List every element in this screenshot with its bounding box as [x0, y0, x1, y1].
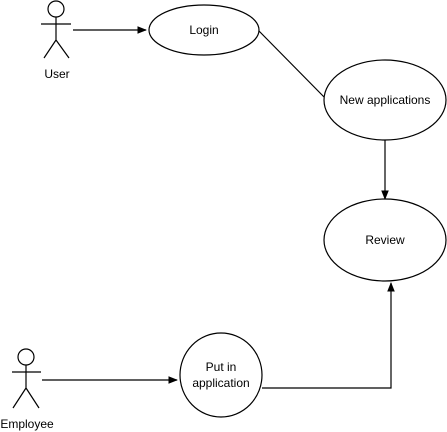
use-case-put-in-application[interactable]: Put in application: [179, 332, 263, 418]
user-actor[interactable]: User: [41, 0, 71, 81]
use-case-put-in-application-ellipse: [179, 332, 263, 418]
login-to-new-applications-edge: [258, 30, 328, 101]
employee-actor[interactable]: Employee: [0, 348, 54, 431]
user-actor-body: [41, 17, 71, 59]
use-case-new-applications-label: New applications: [340, 93, 431, 107]
use-case-login[interactable]: Login: [148, 4, 260, 56]
use-case-put-in-application-label-line2: application: [192, 376, 249, 390]
employee-actor-body: [12, 365, 41, 409]
use-case-review[interactable]: Review: [323, 198, 447, 282]
use-case-login-ellipse: [148, 4, 260, 56]
put-in-application-to-review-edge: [262, 282, 395, 389]
use-case-new-applications[interactable]: New applications: [323, 59, 447, 141]
use-case-review-ellipse: [323, 198, 447, 282]
use-case-review-label: Review: [365, 233, 405, 247]
use-case-login-label: Login: [189, 23, 218, 37]
use-case-new-applications-ellipse: [323, 59, 447, 141]
user-actor-label: User: [44, 67, 69, 81]
employee-actor-head: [17, 348, 35, 366]
user-actor-head: [47, 0, 65, 18]
employee-actor-label: Employee: [0, 417, 54, 431]
use-case-put-in-application-label-line1: Put in: [206, 360, 237, 374]
